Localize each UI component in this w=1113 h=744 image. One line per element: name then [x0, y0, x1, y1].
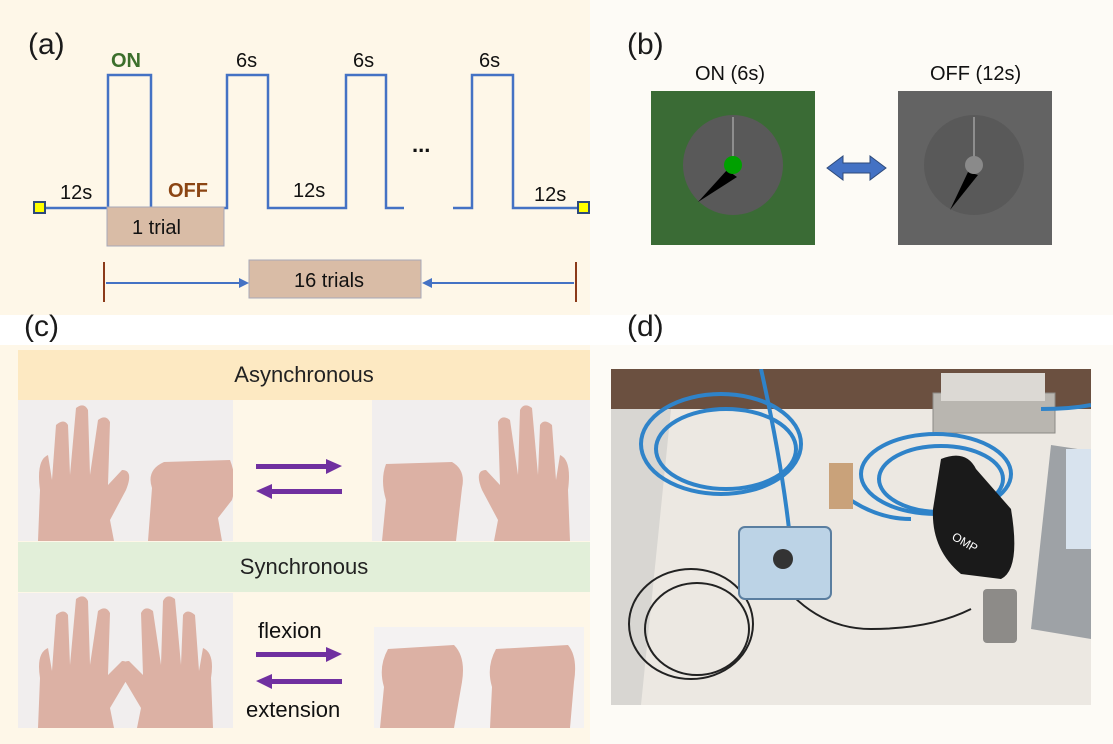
on-duration-1: 6s	[236, 50, 258, 72]
panel-label-b: (b)	[627, 28, 664, 61]
on-screen-title: ON (6s)	[695, 63, 765, 85]
off-screen-title: OFF (12s)	[930, 63, 1022, 85]
async-left-hands-photo	[18, 400, 233, 541]
sync-open-hands-photo	[18, 593, 233, 728]
panel-b-background	[590, 0, 1113, 315]
off-label: OFF	[168, 180, 208, 202]
sixteen-trials-label: 16 trials	[294, 270, 365, 292]
sync-fist-hands-photo	[374, 627, 584, 728]
first-off-duration: 12s	[60, 182, 93, 204]
on-duration-3: 6s	[479, 50, 501, 72]
asynchronous-title: Asynchronous	[234, 362, 374, 387]
apparatus-scene: OMP	[611, 369, 1091, 705]
synchronous-title: Synchronous	[239, 554, 369, 579]
panel-label-a: (a)	[28, 28, 65, 61]
on-duration-2: 6s	[353, 50, 375, 72]
second-off-duration: 12s	[293, 180, 326, 202]
flexion-label: flexion	[258, 618, 322, 643]
on-label: ON	[111, 50, 141, 72]
panel-a-background	[0, 0, 590, 315]
extension-label: extension	[246, 697, 341, 722]
one-trial-label: 1 trial	[132, 217, 181, 239]
ellipsis: ...	[412, 132, 431, 157]
black-cable-coil	[628, 568, 754, 680]
asynchronous-band: Asynchronous	[18, 350, 590, 400]
last-off-duration: 12s	[534, 184, 567, 206]
usb-hub	[983, 589, 1017, 643]
apparatus-photo: OMP	[611, 369, 1091, 705]
synchronous-band: Synchronous	[18, 542, 590, 592]
omp-glove	[932, 455, 1015, 579]
async-right-hands-photo	[372, 400, 590, 541]
panel-label-c: (c)	[24, 310, 59, 343]
panel-label-d: (d)	[627, 310, 664, 343]
cable-coil-left	[639, 392, 803, 496]
